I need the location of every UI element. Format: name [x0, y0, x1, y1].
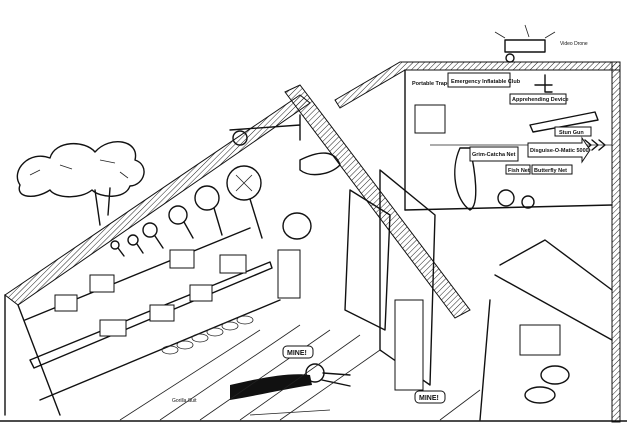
speech-mine-boy: MINE! [287, 350, 307, 357]
label-apprehending-device: Apprehending Device [512, 97, 569, 103]
ceiling-beam [284, 84, 471, 319]
boy-sliding [230, 363, 351, 416]
product-box [149, 304, 175, 322]
label-grim-catcha-net: Grim-Catcha Net [472, 152, 516, 158]
center-displays [229, 114, 436, 391]
label-butterfly-net: Butterfly Net [534, 168, 567, 174]
product-box [169, 249, 195, 269]
label-emergency-club: Emergency Inflatable Club [451, 79, 521, 85]
label-fish-net: Fish Net [508, 168, 530, 174]
right-room [334, 61, 621, 423]
hammer [534, 74, 553, 93]
net [497, 189, 515, 207]
drone-label: Video Drone [560, 41, 588, 47]
product-box [54, 294, 78, 312]
net [454, 147, 477, 211]
product-box [99, 319, 127, 337]
floor-boards [119, 324, 481, 421]
magnifying-glasses [110, 130, 263, 257]
fish [299, 152, 341, 176]
video-drone: Video Drone [494, 24, 588, 63]
label-portable-trapdoor: Portable Trapdoor [412, 81, 460, 87]
left-room [4, 94, 311, 416]
product-box [89, 274, 115, 293]
stun-gun [529, 111, 599, 133]
product-box [519, 324, 561, 356]
label-disguise-o-matic: Disguise-O-Matic 5000 [530, 148, 589, 154]
tree [16, 141, 145, 226]
trapdoor [414, 104, 446, 134]
label-gorilla-suit: Gorilla Suit [172, 398, 197, 404]
mannequin-head [282, 212, 312, 240]
speech-mine-creature: MINE! [419, 395, 439, 402]
product-box [189, 284, 213, 302]
product-box [219, 254, 247, 274]
display-tower [394, 299, 424, 391]
label-stun-gun: Stun Gun [559, 130, 584, 136]
labels: Portable Trapdoor Emergency Inflatable C… [172, 72, 592, 404]
